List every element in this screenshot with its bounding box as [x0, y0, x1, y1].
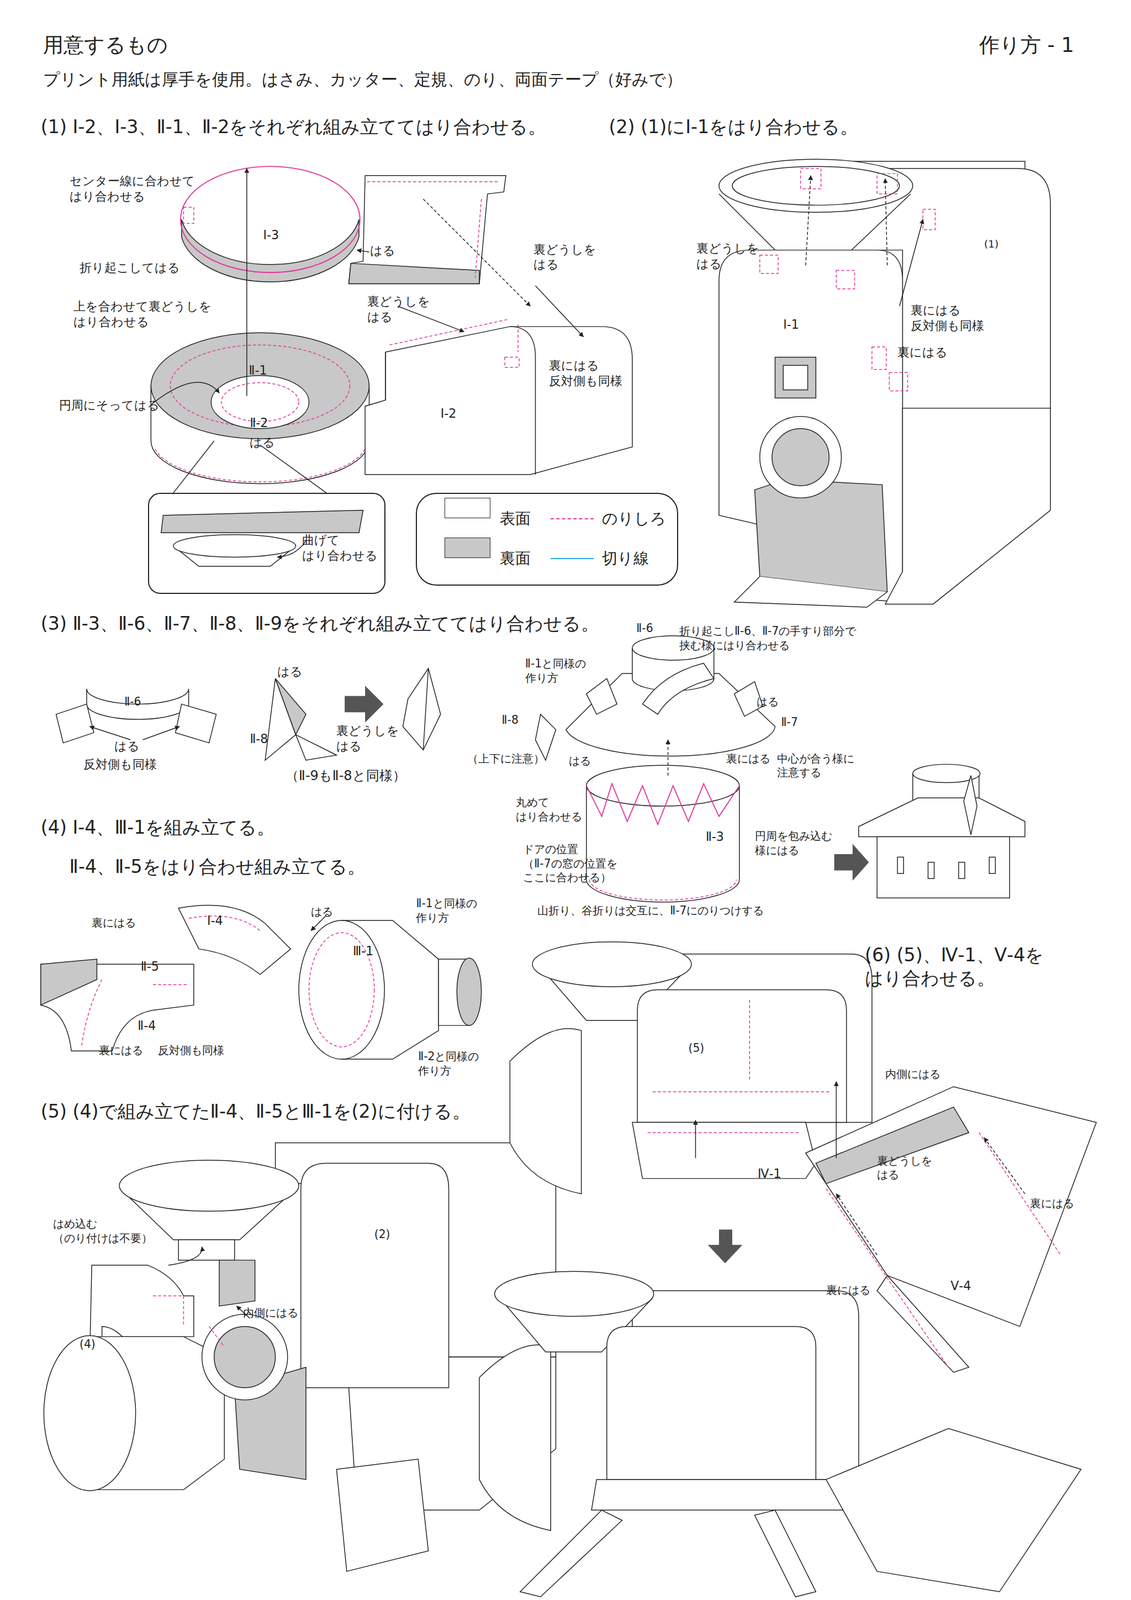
- annotation-label: 裏にはる 反対側も同様: [910, 302, 1003, 334]
- legend-swatch: [444, 497, 491, 519]
- annotation-label: Ⅱ-4: [137, 1017, 156, 1034]
- step-heading: (5) (4)で組み立てたⅡ-4、Ⅱ-5とⅢ-1を(2)に付ける。: [40, 1099, 471, 1123]
- annotation-label: (2): [374, 1227, 391, 1241]
- page-title: 作り方 - 1: [979, 32, 1075, 58]
- annotation-label: 裏にはる: [826, 1282, 871, 1297]
- annotation-label: 円周を包み込む 様にはる: [754, 828, 847, 858]
- annotation-label: 裏どうしを はる: [696, 240, 768, 272]
- annotation-label: はる: [249, 434, 276, 451]
- annotation-label: (5): [688, 1040, 705, 1055]
- annotation-label: Ⅱ-6: [124, 694, 141, 709]
- annotation-label: はる: [310, 904, 334, 919]
- annotation-label: 折り起こしてはる: [79, 260, 181, 276]
- legend-swatch: [444, 537, 491, 558]
- annotation-label: Ⅱ-6: [636, 621, 653, 636]
- annotation-label: Ⅰ-1: [783, 316, 800, 333]
- annotation-label: (4): [79, 1336, 96, 1351]
- annotation-label: はる: [277, 663, 303, 680]
- step-heading: (2) (1)にⅠ-1をはり合わせる。: [608, 115, 859, 139]
- annotation-label: Ⅱ-1: [249, 362, 268, 379]
- annotation-label: 内側にはる: [242, 1305, 299, 1320]
- annotation-label: 裏にはる 反対側も同様: [548, 357, 631, 389]
- annotation-label: Ⅱ-5: [140, 958, 160, 975]
- annotation-label: 中心が合う様に 注意する: [777, 751, 869, 780]
- annotation-label: はる: [568, 753, 591, 768]
- annotation-label: (1): [984, 237, 999, 251]
- annotation-label: 内側にはる: [885, 1066, 941, 1081]
- step2-machine: [719, 159, 1051, 607]
- legend-text: 切り線: [601, 548, 649, 569]
- annotation-label: Ⅱ-8: [501, 712, 519, 727]
- annotation-label: 裏どうしを はる: [367, 293, 439, 325]
- annotation-label: 裏にはる: [897, 344, 948, 361]
- step5-machine: [43, 1142, 556, 1571]
- annotation-label: Ⅱ-8: [249, 731, 268, 747]
- annotation-label: 反対側も同様: [157, 1043, 225, 1057]
- annotation-label: 裏どうしを はる: [533, 241, 605, 273]
- inset-text: 曲げて はり合わせる: [302, 532, 384, 563]
- step1-parts: [150, 166, 633, 567]
- annotation-label: Ⅰ-2: [440, 405, 457, 422]
- annotation-label: 裏にはる: [98, 1043, 144, 1057]
- annotation-label: Ⅰ-3: [262, 227, 279, 243]
- annotation-label: Ⅰ-4: [207, 912, 224, 929]
- step-heading: (3) Ⅱ-3、Ⅱ-6、Ⅱ-7、Ⅱ-8、Ⅱ-9をそれぞれ組み立ててはり合わせる。: [40, 611, 600, 636]
- step-heading: (6) (5)、Ⅳ-1、Ⅴ-4を はり合わせる。: [864, 943, 1090, 990]
- annotation-label: 裏にはる: [91, 915, 136, 930]
- step-heading: (1) Ⅰ-2、Ⅰ-3、Ⅱ-1、Ⅱ-2をそれぞれ組み立ててはり合わせる。: [40, 115, 547, 139]
- legend-line-sample: [550, 557, 594, 559]
- annotation-label: はる: [370, 242, 396, 259]
- annotation-label: センター線に合わせて はり合わせる: [69, 173, 203, 204]
- step4-parts: [40, 904, 482, 1059]
- annotation-label: 上を合わせて裏どうしを はり合わせる: [73, 298, 217, 330]
- step-heading: (4) Ⅰ-4、Ⅲ-1を組み立てる。: [40, 815, 276, 839]
- annotation-label: Ⅲ-1: [352, 943, 374, 959]
- annotation-label: Ⅱ-1と同様の 作り方: [525, 656, 607, 685]
- annotation-label: ドアの位置 （Ⅱ-7の窓の位置を ここに合わせる）: [522, 842, 646, 885]
- annotation-label: 反対側も同様: [83, 756, 157, 773]
- annotation-label: Ⅱ-1と同様の 作り方: [415, 896, 498, 925]
- annotation-label: はる: [114, 738, 140, 754]
- annotation-label: Ⅱ-3: [705, 828, 724, 845]
- legend-text: 表面: [499, 509, 531, 529]
- annotation-label: Ⅴ-4: [950, 1277, 971, 1294]
- annotation-label: Ⅳ-1: [757, 1165, 782, 1182]
- annotation-label: Ⅱ-2: [249, 415, 268, 431]
- annotation-label: （Ⅱ-9もⅡ-8と同様）: [285, 767, 406, 784]
- annotation-label: 丸めて はり合わせる: [515, 795, 598, 824]
- step6-machine: [479, 941, 1097, 1597]
- inset-box: 曲げて はり合わせる: [148, 492, 386, 594]
- step-heading: 用意するもの: [43, 32, 168, 58]
- annotation-label: はめ込む （のり付けは不要）: [53, 1216, 166, 1245]
- materials-note: プリント用紙は厚手を使用。はさみ、カッター、定規、のり、両面テープ（好みで）: [43, 69, 683, 91]
- legend-text: のりしろ: [601, 509, 667, 529]
- annotation-label: 裏どうしを はる: [876, 1153, 949, 1182]
- annotation-label: 円周にそってはる: [59, 397, 160, 414]
- annotation-label: 裏にはる: [1029, 1196, 1075, 1210]
- legend-line-sample: [550, 518, 594, 520]
- annotation-label: 山折り、谷折りは交互に、Ⅱ-7にのりつけする: [537, 903, 764, 918]
- annotation-label: （上下に注意）: [467, 751, 545, 766]
- annotation-label: Ⅱ-2と同様の 作り方: [418, 1049, 500, 1078]
- annotation-label: はる: [756, 694, 779, 709]
- annotation-label: 裏にはる: [726, 751, 771, 766]
- annotation-label: 折り起こしⅡ-6、Ⅱ-7の手すり部分で 挟む様にはり合わせる: [679, 624, 884, 653]
- annotation-label: 裏どうしを はる: [336, 722, 408, 754]
- legend-text: 裏面: [499, 548, 531, 569]
- step-heading: Ⅱ-4、Ⅱ-5をはり合わせ組み立てる。: [69, 854, 366, 879]
- annotation-label: Ⅱ-7: [781, 715, 798, 729]
- step3-parts: [56, 635, 1025, 902]
